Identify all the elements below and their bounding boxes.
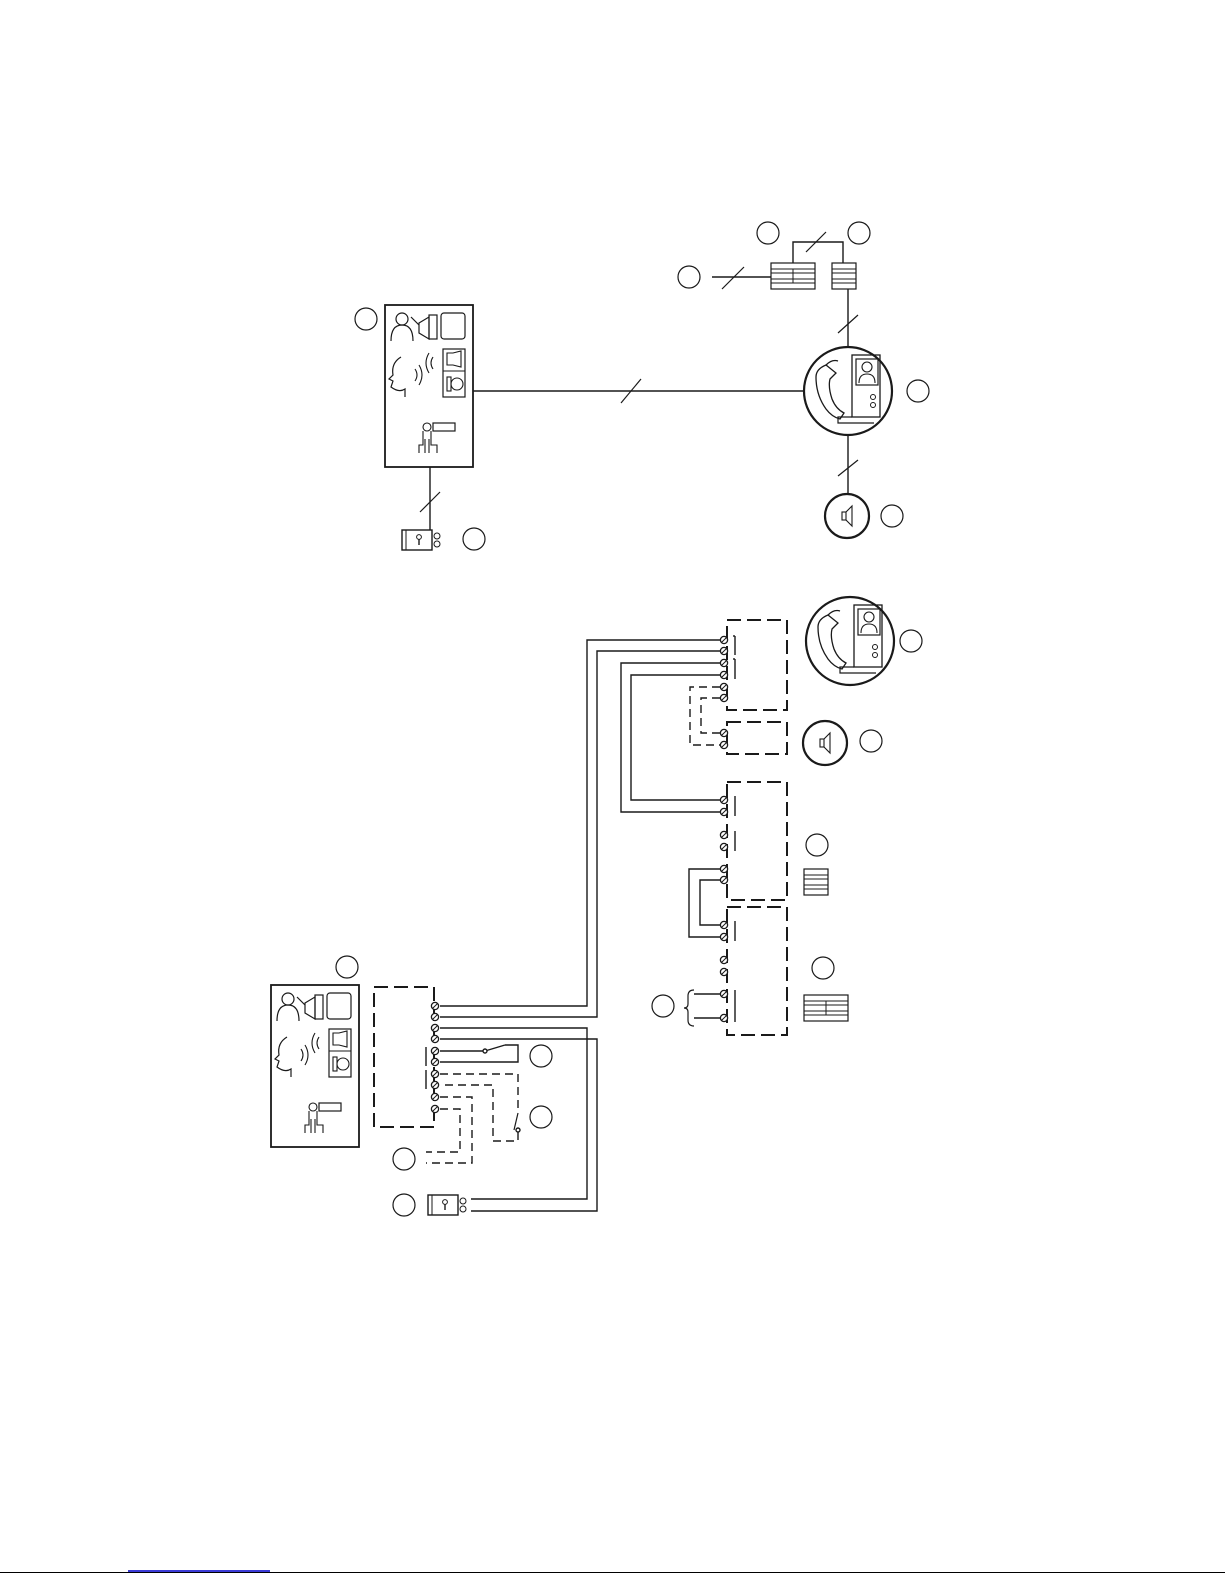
callout-power-supply [757, 222, 779, 244]
callout-chime-2 [860, 730, 882, 752]
door-lock-symbol-2 [428, 1195, 466, 1215]
callout-monitor [907, 380, 929, 402]
callout-monitor-2 [900, 630, 922, 652]
footer-rule [0, 1572, 1225, 1573]
wiring-detail [271, 597, 922, 1216]
callout-power-supply-2 [812, 957, 834, 979]
callout-mains-2 [652, 995, 674, 1017]
callout-auxiliary-switch [530, 1106, 552, 1128]
monitor-symbol-2 [806, 597, 894, 685]
callout-door-lock [463, 528, 485, 550]
door-panel-symbol-2 [271, 985, 359, 1147]
chime-symbol-2 [803, 721, 847, 765]
callout-auxiliary-output [393, 1148, 415, 1170]
callout-power-module [848, 222, 870, 244]
chime-symbol [825, 494, 869, 538]
power-module-2 [804, 869, 828, 895]
video-monitor-symbol [804, 347, 892, 435]
callout-door-release-button [530, 1045, 552, 1067]
callout-chime [881, 505, 903, 527]
callout-power-module-2 [806, 834, 828, 856]
block-diagram [355, 222, 929, 550]
door-lock-symbol [402, 530, 440, 550]
callout-door-panel [355, 308, 377, 330]
door-panel-symbol [385, 305, 473, 467]
footer-link-underline[interactable] [128, 1570, 270, 1572]
power-module-small [832, 263, 856, 289]
callout-door-lock-2 [393, 1194, 415, 1216]
callout-mains [678, 266, 700, 288]
callout-door-panel-2 [336, 956, 358, 978]
